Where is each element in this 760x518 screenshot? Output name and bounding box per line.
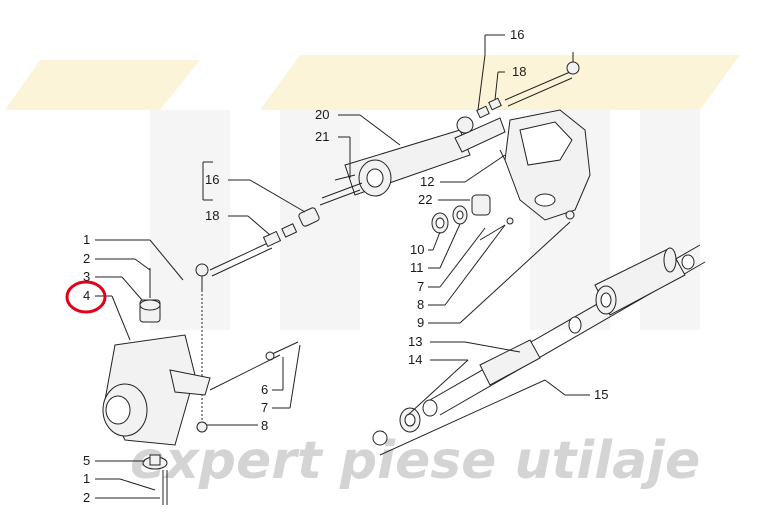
callout-8-right: 8 <box>417 297 424 312</box>
callout-11: 11 <box>410 260 424 275</box>
watermark-text: expert piese utilaje <box>130 431 700 491</box>
callout-18-top: 18 <box>512 64 526 79</box>
callout-7-right: 7 <box>417 279 424 294</box>
seal-row <box>431 194 514 241</box>
callout-12: 12 <box>420 174 434 189</box>
highlight-circle-item-4 <box>65 280 107 314</box>
callout-10: 10 <box>410 242 424 257</box>
callout-5: 5 <box>83 453 90 468</box>
callout-9: 9 <box>417 315 424 330</box>
axle-housing-12 <box>499 109 591 221</box>
callout-13: 13 <box>408 334 422 349</box>
callout-2-top: 2 <box>83 251 90 266</box>
watermark: expert piese utilaje <box>5 55 740 491</box>
callout-22: 22 <box>418 192 432 207</box>
callout-1-top: 1 <box>83 232 90 247</box>
callout-8-middle: 8 <box>261 418 268 433</box>
callout-18-left: 18 <box>205 208 219 223</box>
callout-2-bottom: 2 <box>83 490 90 505</box>
callout-4: 4 <box>83 288 90 303</box>
lower-shaft-assembly <box>372 244 706 446</box>
steering-knuckle <box>102 268 211 446</box>
bolt-6 <box>265 341 299 361</box>
leader-lines <box>95 34 590 499</box>
callout-6: 6 <box>261 382 268 397</box>
middle-tie-rod <box>195 207 320 425</box>
lower-pin <box>142 454 168 505</box>
upper-tie-rod <box>476 52 580 119</box>
callout-16-left: 16 <box>205 172 219 187</box>
callout-labels: 16 18 20 21 12 22 10 11 7 8 9 16 18 1 2 … <box>83 27 608 505</box>
callout-14: 14 <box>408 352 422 367</box>
callout-7-middle: 7 <box>261 400 268 415</box>
callout-3: 3 <box>83 269 90 284</box>
callout-21: 21 <box>315 129 329 144</box>
callout-20: 20 <box>315 107 329 122</box>
callout-15: 15 <box>594 387 608 402</box>
cylinder-assembly-20 <box>319 116 506 206</box>
callout-16-top: 16 <box>510 27 524 42</box>
callout-1-bottom: 1 <box>83 471 90 486</box>
